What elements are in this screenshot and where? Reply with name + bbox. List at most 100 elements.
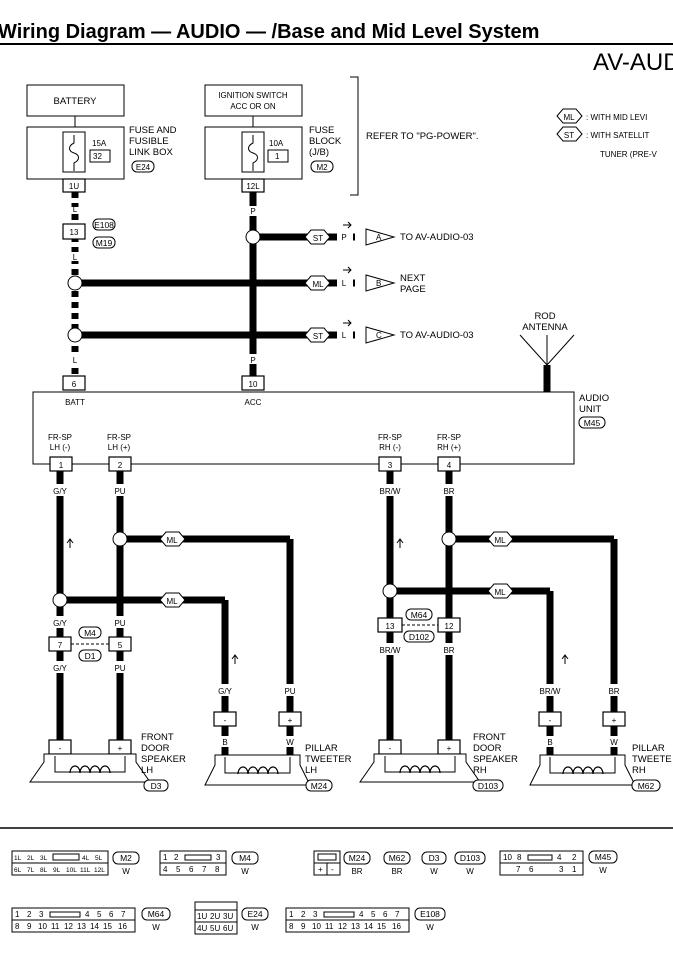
- svg-text:W: W: [286, 738, 294, 747]
- svg-text:M4: M4: [239, 853, 251, 863]
- svg-text:TWEETER: TWEETER: [305, 754, 352, 765]
- svg-text:14: 14: [90, 922, 99, 931]
- svg-text:9L: 9L: [53, 867, 61, 874]
- svg-text:8: 8: [517, 853, 522, 862]
- svg-text:ML: ML: [563, 113, 575, 122]
- svg-text:BR: BR: [351, 867, 362, 876]
- conn-13-e108: [62, 223, 86, 240]
- svg-text:: WITH MID LEVI: : WITH MID LEVI: [586, 113, 647, 122]
- svg-text:FUSE: FUSE: [309, 125, 334, 136]
- svg-text:5: 5: [176, 865, 181, 874]
- svg-text:BR/W: BR/W: [380, 487, 401, 496]
- svg-text:14: 14: [364, 922, 373, 931]
- svg-text:PU: PU: [114, 487, 125, 496]
- svg-text:6: 6: [109, 910, 114, 919]
- svg-text:W: W: [466, 867, 474, 876]
- svg-text:4U: 4U: [197, 924, 207, 933]
- svg-text:2: 2: [572, 853, 577, 862]
- connector-e108: 1 2 3 4 5 6 7 8 9 10 11 12 13 14 15 16 E…: [285, 907, 446, 933]
- refer-text: REFER TO "PG-POWER".: [366, 131, 479, 142]
- svg-text:RH: RH: [632, 765, 646, 776]
- svg-text:9: 9: [301, 922, 306, 931]
- svg-text:P: P: [341, 233, 346, 242]
- svg-text:1: 1: [163, 853, 168, 862]
- svg-text:BR: BR: [443, 646, 454, 655]
- page-code: AV-AUD: [593, 49, 673, 76]
- svg-text:M64: M64: [411, 610, 428, 620]
- svg-text:FRONT: FRONT: [141, 732, 174, 743]
- svg-text:: WITH SATELLIT: : WITH SATELLIT: [586, 131, 650, 140]
- svg-text:M2: M2: [120, 853, 132, 863]
- svg-text:13: 13: [77, 922, 86, 931]
- front-door-speaker-rh: - + FRONT DOOR SPEAKER RH D103: [359, 732, 518, 792]
- svg-text:BATT: BATT: [65, 398, 85, 407]
- svg-text:L: L: [342, 279, 347, 288]
- svg-text:W: W: [241, 867, 249, 876]
- svg-text:2: 2: [118, 461, 123, 470]
- svg-text:2: 2: [174, 853, 179, 862]
- svg-text:5U: 5U: [210, 924, 220, 933]
- svg-text:8: 8: [215, 865, 220, 874]
- connector-m64: 1 2 3 4 5 6 7 8 9 10 11 12 13 14 15 16 M…: [11, 907, 171, 933]
- svg-text:W: W: [122, 867, 130, 876]
- svg-text:PU: PU: [114, 619, 125, 628]
- svg-text:M24: M24: [311, 781, 328, 791]
- svg-text:+: +: [447, 744, 452, 753]
- svg-text:5: 5: [118, 641, 123, 650]
- svg-text:3: 3: [216, 853, 221, 862]
- svg-text:ST: ST: [313, 332, 323, 341]
- offpage-c-flag: [365, 326, 396, 344]
- svg-text:LH: LH: [305, 765, 317, 776]
- connector-tweeter-speaker-group: + - M24 BR M62 BR D3 W D103 W: [313, 850, 486, 876]
- svg-text:8: 8: [289, 922, 294, 931]
- svg-text:2: 2: [27, 910, 32, 919]
- svg-text:E24: E24: [247, 909, 262, 919]
- svg-text:5L: 5L: [95, 855, 103, 862]
- svg-text:1: 1: [59, 461, 64, 470]
- svg-text:E108: E108: [420, 909, 440, 919]
- svg-text:M62: M62: [389, 853, 406, 863]
- fuse-icon: [69, 135, 79, 171]
- svg-text:+: +: [318, 865, 323, 874]
- svg-text:G/Y: G/Y: [218, 687, 232, 696]
- svg-text:ANTENNA: ANTENNA: [522, 322, 568, 333]
- st-legend-tag: [556, 126, 583, 142]
- svg-text:4: 4: [557, 853, 562, 862]
- svg-text:ML: ML: [166, 536, 178, 545]
- svg-text:16: 16: [118, 922, 127, 931]
- svg-text:1: 1: [15, 910, 20, 919]
- svg-text:11: 11: [51, 922, 60, 931]
- unit-pin-3: FR-SP RH (-) 3: [378, 433, 402, 472]
- svg-text:-: -: [331, 865, 334, 874]
- svg-text:SPEAKER: SPEAKER: [141, 754, 186, 765]
- connector-m2: 1L 2L 3L 4L 5L 6L 7L 8L 9L 10L 11L 12L M…: [11, 850, 140, 876]
- svg-text:PU: PU: [284, 687, 295, 696]
- svg-text:1U: 1U: [197, 912, 207, 921]
- svg-text:10: 10: [312, 922, 321, 931]
- svg-text:-: -: [224, 716, 227, 725]
- offpage-b-flag: [365, 274, 396, 292]
- svg-text:P: P: [250, 356, 255, 365]
- svg-text:ML: ML: [494, 536, 506, 545]
- svg-text:1L: 1L: [14, 855, 22, 862]
- svg-text:M45: M45: [584, 418, 601, 428]
- svg-text:12: 12: [64, 922, 73, 931]
- svg-text:15: 15: [103, 922, 112, 931]
- fuse1-rating: 15A: [92, 139, 107, 148]
- svg-text:ST: ST: [564, 131, 574, 140]
- svg-text:10: 10: [503, 853, 512, 862]
- svg-text:G/Y: G/Y: [53, 664, 67, 673]
- fuse-icon: [248, 135, 258, 171]
- svg-text:RH (-): RH (-): [379, 443, 401, 452]
- svg-text:BR/W: BR/W: [380, 646, 401, 655]
- svg-text:-: -: [389, 744, 392, 753]
- svg-text:3: 3: [313, 910, 318, 919]
- svg-text:M24: M24: [349, 853, 366, 863]
- svg-text:ACC: ACC: [245, 398, 262, 407]
- svg-text:+: +: [612, 716, 617, 725]
- svg-text:12: 12: [338, 922, 347, 931]
- pillar-tweeter-lh: G/Y PU - + B W PILLAR TWEETER LH M24: [204, 684, 352, 792]
- svg-text:DOOR: DOOR: [141, 743, 170, 754]
